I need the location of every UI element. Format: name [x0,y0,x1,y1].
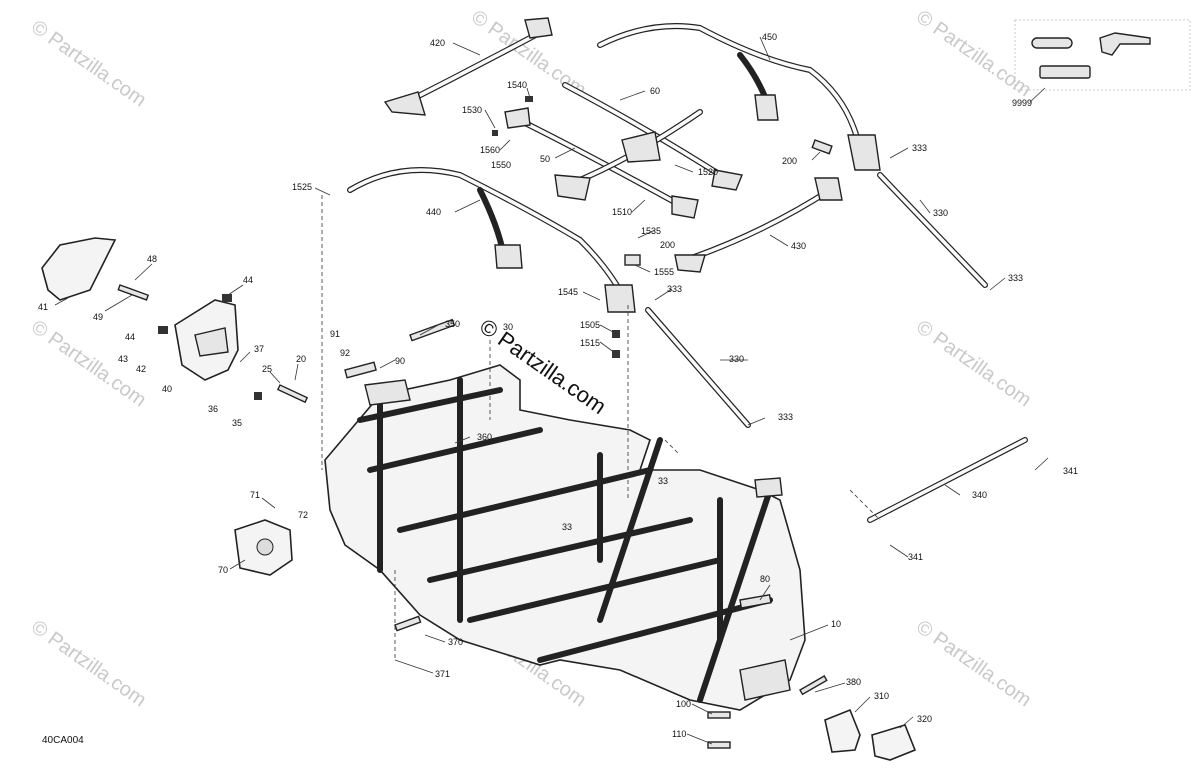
callout-330-b: 330 [729,354,744,364]
callout-36: 36 [208,404,218,414]
callout-430: 430 [791,241,806,251]
callout-9999: 9999 [1012,98,1032,108]
assembly-lines [321,195,881,660]
callout-80: 80 [760,574,770,584]
callout-310: 310 [874,691,889,701]
watermark: © Partzilla.com [27,316,150,411]
diagram-code: 40CA004 [42,735,84,746]
mount-70 [234,519,293,576]
cover-41 [41,237,117,301]
watermark: © Partzilla.com [912,616,1035,711]
roll-cage-420 [383,17,553,116]
callout-20: 20 [296,354,306,364]
plates-310-320 [824,708,917,761]
rear-bar-340 [867,437,1028,523]
callout-1505: 1505 [580,320,600,330]
callout-333-a: 333 [912,143,927,153]
watermark: © Partzilla.com [27,16,150,111]
callout-341-a: 341 [1063,466,1078,476]
callout-1510: 1510 [612,207,632,217]
callout-320: 320 [917,714,932,724]
strut-330-lower [645,307,751,428]
main-frame-10 [324,364,806,711]
callout-71: 71 [250,490,260,500]
callout-1555: 1555 [654,267,674,277]
callout-333-d: 333 [778,412,793,422]
callout-40: 40 [162,384,172,394]
callout-10: 10 [831,619,841,629]
callout-60: 60 [650,86,660,96]
callout-420: 420 [430,38,445,48]
roll-cage-450 [597,23,881,171]
callout-371: 371 [435,669,450,679]
callout-340: 340 [972,490,987,500]
callout-92: 92 [340,348,350,358]
callout-70: 70 [218,565,228,575]
callout-25: 25 [262,364,272,374]
callout-370: 370 [448,637,463,647]
callout-41: 41 [38,302,48,312]
roll-cage-440 [347,167,636,313]
callout-30: 30 [503,322,513,332]
callout-450: 450 [762,32,777,42]
callout-42: 42 [136,364,146,374]
callout-1540: 1540 [507,80,527,90]
callout-100: 100 [676,699,691,709]
callout-1545: 1545 [558,287,578,297]
callout-341-b: 341 [908,552,923,562]
callout-1520: 1520 [698,167,718,177]
callout-50: 50 [540,154,550,164]
callout-1550: 1550 [491,160,511,170]
callout-91: 91 [330,329,340,339]
callout-200-a: 200 [782,156,797,166]
callout-44-a: 44 [243,275,253,285]
decal-kit-box [1014,19,1191,91]
watermark: © Partzilla.com [27,616,150,711]
callout-440: 440 [426,207,441,217]
callout-90: 90 [395,356,405,366]
callout-1525: 1525 [292,182,312,192]
callout-43: 43 [118,354,128,364]
callout-350: 350 [445,319,460,329]
callout-330-a: 330 [933,208,948,218]
hardware-bits [117,96,833,749]
cross-brace-60-50 [504,82,743,219]
callout-33-b: 33 [562,522,572,532]
callout-37: 37 [254,344,264,354]
callout-49: 49 [93,312,103,322]
callout-333-b: 333 [1008,273,1023,283]
callout-110: 110 [672,729,686,739]
callout-1535: 1535 [641,226,661,236]
roll-cage-430 [674,177,843,273]
callout-380: 380 [846,677,861,687]
leader-lines [54,36,1049,745]
callout-200-b: 200 [660,240,675,250]
callout-48: 48 [147,254,157,264]
callouts: 420 450 9999 1540 60 1530 1560 1550 50 1… [38,32,1078,739]
callout-360: 360 [477,432,492,442]
bracket-40 [174,299,239,381]
callout-72: 72 [298,510,308,520]
callout-33-a: 33 [658,476,668,486]
callout-1515: 1515 [580,338,600,348]
callout-1560: 1560 [480,145,500,155]
callout-44-b: 44 [125,332,135,342]
callout-35: 35 [232,418,242,428]
callout-333-c: 333 [667,284,682,294]
callout-1530: 1530 [462,105,482,115]
strut-330-upper [877,172,988,288]
watermark: © Partzilla.com [912,316,1035,411]
